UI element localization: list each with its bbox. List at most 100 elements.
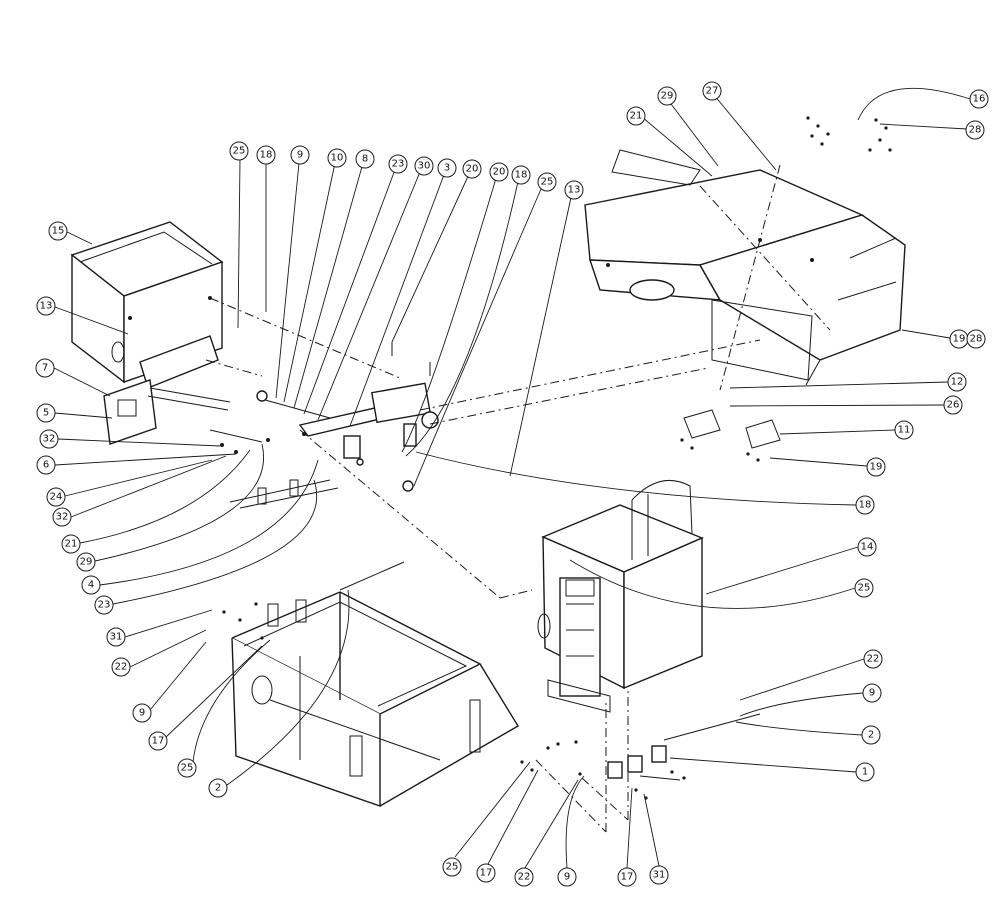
svg-text:31: 31 [653,870,666,881]
svg-text:20: 20 [466,164,479,175]
callout-6: 6 [36,455,56,475]
callout-32: 32 [52,507,72,527]
svg-text:8: 8 [362,154,368,165]
lower-frame [222,561,519,807]
callout-18: 18 [855,495,875,515]
svg-text:18: 18 [515,170,528,181]
svg-text:17: 17 [621,872,634,883]
callout-14: 14 [857,537,877,557]
callout-20: 20 [489,162,509,182]
svg-text:18: 18 [260,150,273,161]
callout-26: 26 [943,395,963,415]
callout-32: 32 [39,429,59,449]
svg-text:31: 31 [110,632,123,643]
callout-23: 23 [94,595,114,615]
callout-9: 9 [290,145,310,165]
callout-17: 17 [476,863,496,883]
callout-23: 23 [388,154,408,174]
svg-text:23: 23 [98,600,111,611]
right-hopper [537,479,761,781]
callout-15: 15 [48,221,68,241]
callout-21: 21 [626,106,646,126]
svg-text:20: 20 [493,167,506,178]
svg-text:21: 21 [65,539,78,550]
callout-17: 17 [617,867,637,887]
callout-22: 22 [111,657,131,677]
callout-17: 17 [148,731,168,751]
callout-9: 9 [862,683,882,703]
callout-9: 9 [557,867,577,887]
svg-text:15: 15 [52,226,65,237]
svg-text:17: 17 [480,868,493,879]
alignment-lines [205,164,831,833]
svg-text:9: 9 [139,708,145,719]
leader-lines [53,87,971,869]
svg-text:23: 23 [392,159,405,170]
fastener-cluster-upper [680,116,892,462]
svg-text:22: 22 [115,662,128,673]
svg-text:21: 21 [630,111,643,122]
callout-13: 13 [36,296,56,316]
svg-text:11: 11 [898,425,911,436]
svg-text:12: 12 [951,377,964,388]
svg-text:6: 6 [43,460,49,471]
svg-text:25: 25 [181,763,194,774]
callout-20: 20 [462,159,482,179]
callout-24: 24 [46,487,66,507]
svg-text:9: 9 [564,872,570,883]
svg-text:1: 1 [862,767,868,778]
callout-18: 18 [256,145,276,165]
svg-text:29: 29 [80,557,93,568]
callout-29: 29 [657,86,677,106]
svg-text:7: 7 [42,363,48,374]
svg-text:10: 10 [331,153,344,164]
callout-9: 9 [132,703,152,723]
svg-text:25: 25 [233,146,246,157]
callout-12: 12 [947,372,967,392]
svg-text:22: 22 [518,872,531,883]
callout-25: 25 [442,857,462,877]
callout-4: 4 [81,575,101,595]
svg-text:3: 3 [444,163,450,174]
svg-text:28: 28 [970,334,983,345]
callout-19: 19 [949,329,969,349]
callout-28: 28 [965,120,985,140]
callout-10: 10 [327,148,347,168]
svg-text:4: 4 [88,580,94,591]
callout-balloons: 15 13 7 5 32 6 24 32 21 29 4 23 31 22 9 … [35,81,989,887]
svg-text:16: 16 [973,94,986,105]
callout-30: 30 [414,156,434,176]
svg-text:32: 32 [43,434,56,445]
svg-text:32: 32 [56,512,69,523]
callout-8: 8 [355,149,375,169]
svg-text:5: 5 [43,408,49,419]
svg-text:25: 25 [541,177,554,188]
callout-27: 27 [702,81,722,101]
callout-25: 25 [537,172,557,192]
callout-18: 18 [511,165,531,185]
callout-16: 16 [969,89,989,109]
callout-13: 13 [564,180,584,200]
callout-19: 19 [866,457,886,477]
callout-3: 3 [437,158,457,178]
svg-text:9: 9 [297,150,303,161]
svg-text:13: 13 [568,185,581,196]
svg-text:13: 13 [40,301,53,312]
callout-1: 1 [855,762,875,782]
svg-text:27: 27 [706,86,719,97]
svg-text:24: 24 [50,492,63,503]
svg-text:17: 17 [152,736,165,747]
svg-text:22: 22 [867,654,880,665]
callout-29: 29 [76,552,96,572]
callout-11: 11 [894,420,914,440]
svg-text:2: 2 [215,783,221,794]
svg-text:18: 18 [859,500,872,511]
center-shaft-assembly [209,342,439,509]
left-hopper [70,221,231,445]
svg-text:26: 26 [947,400,960,411]
svg-text:25: 25 [858,583,871,594]
svg-text:25: 25 [446,862,459,873]
callout-31: 31 [649,865,669,885]
svg-text:19: 19 [953,334,966,345]
svg-text:19: 19 [870,462,883,473]
